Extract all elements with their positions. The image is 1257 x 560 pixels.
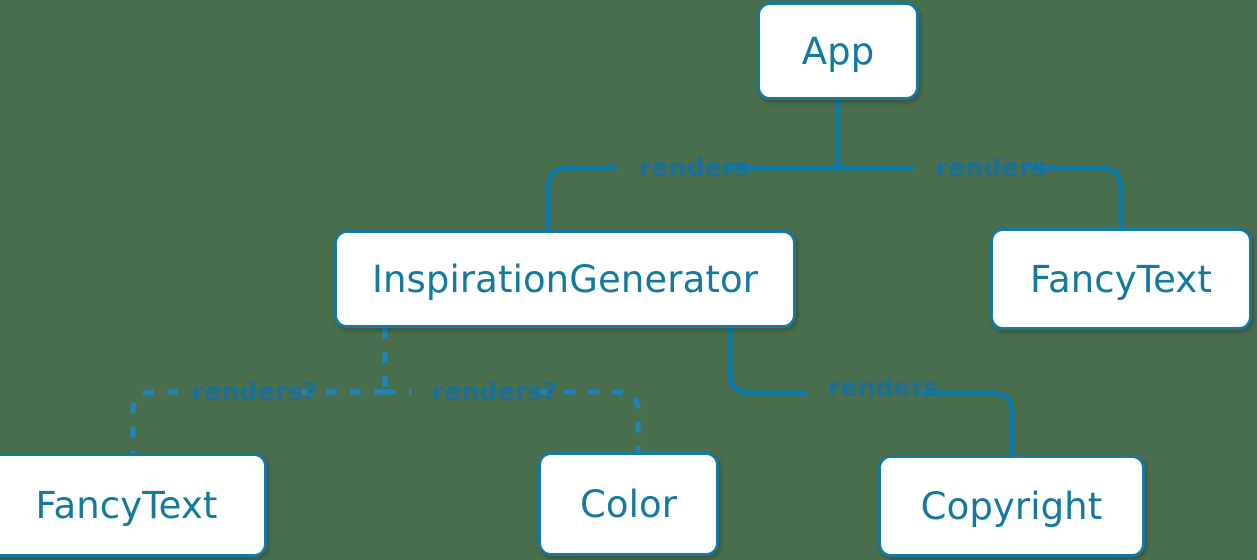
node-color-label: Color <box>579 482 678 526</box>
edge-inspiration-generator-to-copyright <box>727 325 1015 458</box>
node-fancytext-bottom-label: FancyText <box>35 483 218 527</box>
edge-label-inspiration-generator-to-color: renders? <box>432 377 558 406</box>
edge-app-to-inspiration-generator <box>545 165 841 233</box>
edge-label-inspiration-generator-to-fancytext-bottom: renders? <box>192 377 318 406</box>
node-inspiration-generator[interactable]: InspirationGenerator <box>334 230 796 328</box>
edge-label-app-to-fancytext-right: renders <box>936 153 1047 182</box>
edge-inspiration-generator-to-fancytext-bottom <box>130 389 385 453</box>
node-inspiration-generator-label: InspirationGenerator <box>371 257 759 301</box>
node-fancytext-right[interactable]: FancyText <box>990 228 1252 330</box>
node-app[interactable]: App <box>757 2 919 100</box>
edge-label-inspiration-generator-to-copyright: renders <box>828 373 939 402</box>
node-copyright-label: Copyright <box>920 484 1103 528</box>
edge-label-app-to-inspiration-generator: renders <box>639 153 750 182</box>
node-fancytext-right-label: FancyText <box>1030 257 1212 301</box>
node-copyright[interactable]: Copyright <box>878 455 1145 557</box>
node-fancytext-bottom[interactable]: FancyText <box>0 453 267 557</box>
edge-app-to-fancytext-right <box>835 165 1124 231</box>
node-color[interactable]: Color <box>538 452 719 556</box>
node-app-label: App <box>801 29 875 73</box>
edge-inspiration-generator-to-color <box>385 389 641 452</box>
